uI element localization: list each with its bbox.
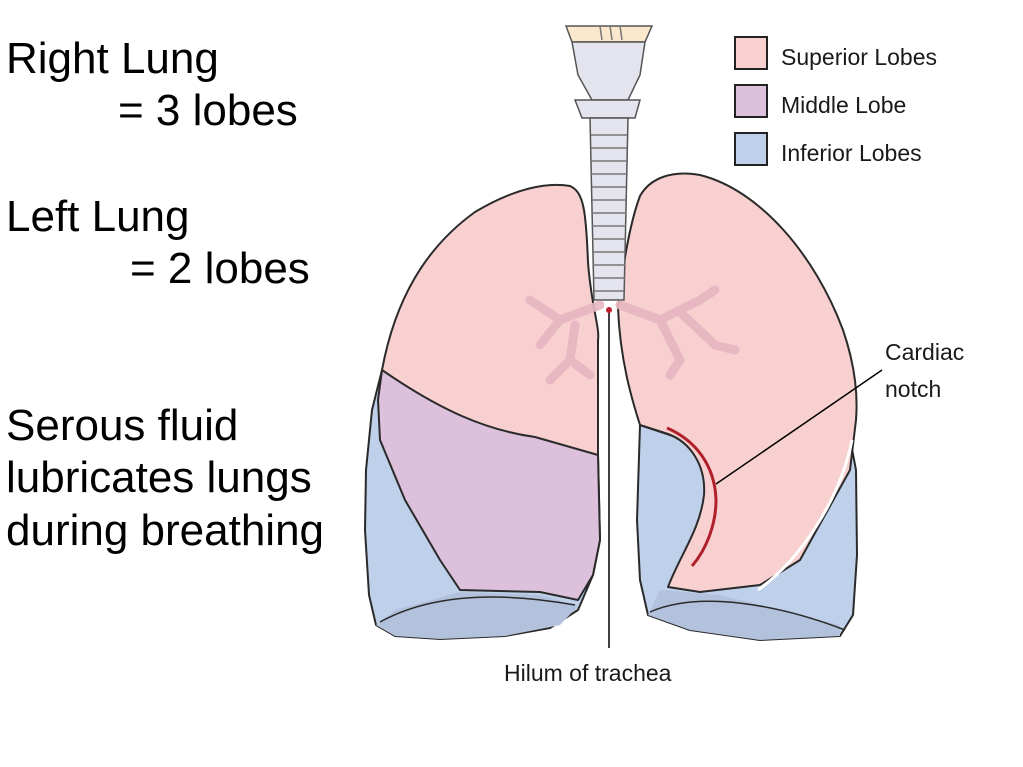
legend-swatch-middle [734,84,768,118]
legend-label-middle: Middle Lobe [781,92,907,118]
legend-label-superior: Superior Lobes [781,44,937,70]
serous-fluid-line-3: during breathing [6,506,325,555]
cardiac-notch-label-line-1: Cardiac [885,339,965,365]
left-lung-lobe-count: = 2 lobes [130,244,310,293]
trachea [564,25,654,301]
tracheal-rings [591,25,627,292]
right-lung-lobe-count: = 3 lobes [118,86,298,135]
left-lung-heading: Left Lung [6,192,190,241]
right-lung-heading: Right Lung [6,34,219,83]
hilum-label: Hilum of trachea [504,660,672,686]
cardiac-notch-mark [666,426,718,567]
right-superior-lobe [381,183,600,456]
legend-swatch-inferior [734,132,768,166]
legend-swatch-superior [734,36,768,70]
left-inferior-base [648,590,840,640]
serous-fluid-line-2: lubricates lungs [6,453,312,502]
legend-label-inferior: Inferior Lobes [781,140,922,166]
bronchi [525,285,740,385]
serous-fluid-line-1: Serous fluid [6,401,239,450]
cardiac-notch-label-line-2: notch [885,376,942,402]
